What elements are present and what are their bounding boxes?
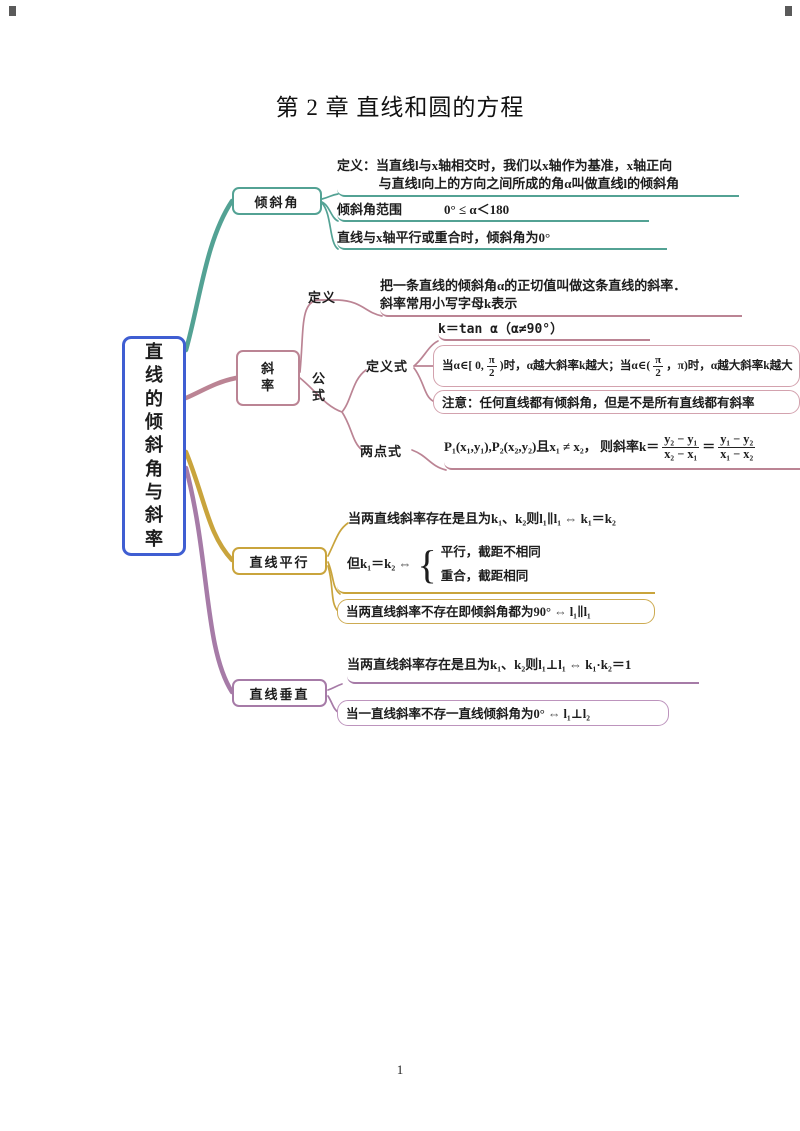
twopoint-equals: ＝	[702, 438, 716, 454]
inclination-definition-line1: 定义：当直线l与x轴相交时，我们以x轴作为基准，x轴正向	[337, 158, 673, 173]
parallel-case-prefix: 但k₁＝k₂ ⇔	[347, 556, 412, 572]
mono-part1: 当α∈[ 0,	[442, 359, 484, 372]
node-parallel: 直线平行	[232, 547, 327, 575]
slope-formula-label: 公式	[312, 371, 327, 403]
connector-formula-defform	[341, 369, 367, 413]
slope-definition-line2: 斜率常用小写字母k表示	[380, 296, 518, 312]
root-node: 直线的倾斜角与斜率	[122, 336, 186, 556]
connector-root-slope	[183, 375, 239, 401]
brace-icon: {	[417, 541, 437, 587]
perpendicular-rule: 当两直线斜率存在是且为k₁、k₂则l₁⊥l₁ ⇔ k₁·k₂＝1	[347, 656, 699, 684]
node-slope-label: 斜率	[261, 361, 277, 393]
slope-definition: 把一条直线的倾斜角α的正切值叫做这条直线的斜率． 斜率常用小写字母k表示	[380, 277, 742, 318]
node-perpendicular: 直线垂直	[232, 679, 327, 707]
connector-inclination-range	[321, 201, 339, 222]
node-inclination: 倾斜角	[232, 187, 322, 215]
inclination-parallel-note: 直线与x轴平行或重合时，倾斜角为0°	[337, 229, 667, 250]
connector-defform-note	[413, 367, 434, 402]
scan-artifact	[785, 6, 792, 16]
inclination-range-value: 0° ≤ α＜180	[444, 202, 510, 218]
connector-inclination-definition	[321, 193, 339, 200]
node-parallel-label: 直线平行	[249, 554, 310, 570]
connector-inclination-note	[321, 202, 339, 250]
slope-twopoint-label: 两点式	[360, 444, 403, 459]
connector-perp-rule	[327, 683, 343, 691]
slope-tan-formula: k＝tan α（α≠90°）	[438, 321, 650, 341]
inclination-definition-line2: 与直线l向上的方向之间所成的角α叫做直线l的倾斜角	[378, 176, 680, 192]
slope-twopoint-formula: P₁(x₁,y₁),P₂(x₂,y₂)且x₁ ≠ x₂， 则斜率k＝ y₂ − …	[444, 428, 800, 470]
twopoint-prefix: P₁(x₁,y₁),P₂(x₂,y₂)且x₁ ≠ x₂， 则斜率k＝	[444, 438, 660, 454]
perpendicular-noslope-box: 当一直线斜率不存一直线倾斜角为0° ⇔ l₁⊥l₂	[337, 700, 669, 726]
slope-definition-line1: 把一条直线的倾斜角α的正切值叫做这条直线的斜率．	[380, 278, 687, 293]
parallel-cases: 但k₁＝k₂ ⇔ { 平行，截距不相同 重合，截距相同	[337, 537, 655, 594]
slope-defform-label: 定义式	[366, 359, 409, 374]
parallel-rule: 当两直线斜率存在是且为k₁、k₂则l₁∥l₁ ⇔ k₁＝k₂	[348, 511, 616, 526]
mono-part3: ，π)时，α越大斜率k越大	[666, 359, 793, 372]
connector-root-perpendicular	[183, 465, 235, 695]
page-number: 1	[396, 1062, 404, 1077]
connector-twopoint-formula	[411, 449, 447, 471]
inclination-range: 倾斜角范围 0° ≤ α＜180	[337, 201, 649, 222]
slope-note-box: 注意：任何直线都有倾斜角，但是不是所有直线都有斜率	[433, 390, 800, 414]
parallel-case-1: 平行，截距不相同	[440, 544, 541, 559]
parallel-case-2: 重合，截距相同	[440, 568, 529, 583]
connector-root-parallel	[183, 449, 235, 563]
connector-root-inclination	[183, 198, 235, 353]
connector-formula-twopoint	[341, 411, 363, 451]
scan-artifact	[9, 6, 16, 16]
node-inclination-label: 倾斜角	[254, 194, 300, 210]
root-node-label: 直线的倾斜角与斜率	[144, 341, 163, 549]
parallel-noslope-box: 当两直线斜率不存在即倾斜角都为90° ⇔ l₁∥l₁	[337, 599, 655, 624]
parallel-case-list: 平行，截距不相同 重合，截距相同	[441, 541, 541, 589]
mono-part2: )时，α越大斜率k越大；当α∈(	[499, 359, 651, 372]
page-title: 第 2 章 直线和圆的方程	[275, 95, 525, 120]
inclination-definition: 定义：当直线l与x轴相交时，我们以x轴作为基准，x轴正向 与直线l向上的方向之间…	[337, 157, 739, 198]
node-slope: 斜率	[236, 350, 300, 406]
slope-definition-label: 定义	[308, 290, 337, 305]
inclination-range-label: 倾斜角范围	[337, 202, 403, 218]
node-perpendicular-label: 直线垂直	[249, 686, 310, 702]
